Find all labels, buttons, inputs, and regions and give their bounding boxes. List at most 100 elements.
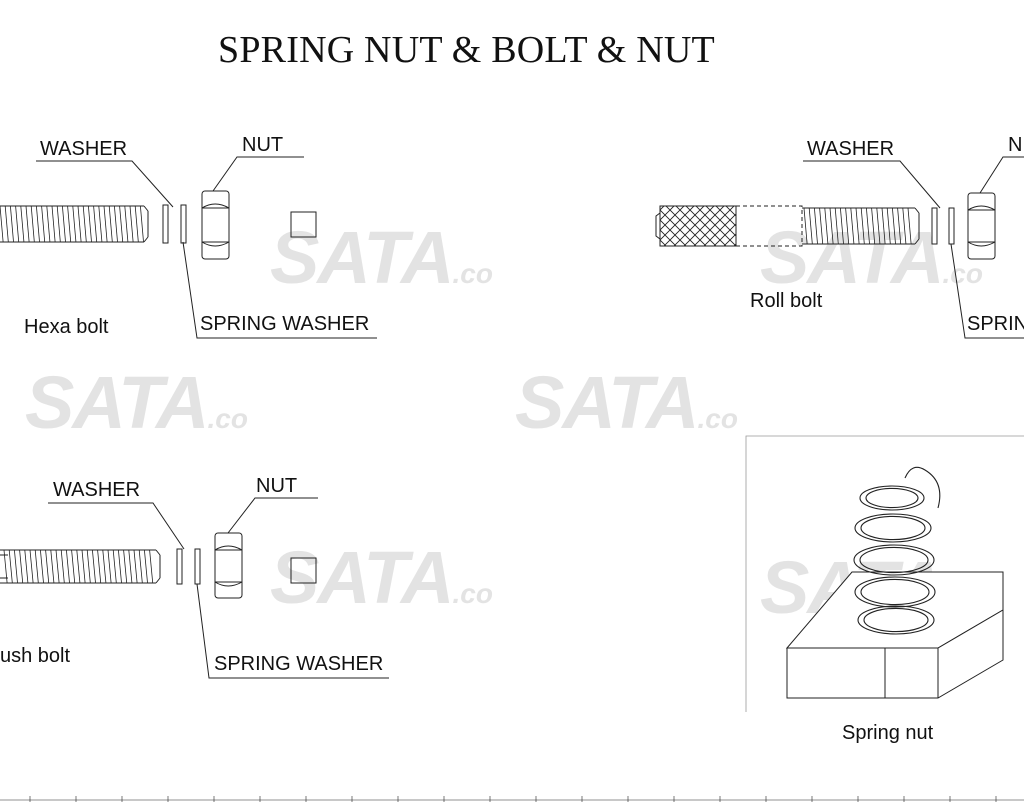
- thread-line: [97, 549, 102, 584]
- thread-line: [29, 549, 34, 584]
- coil-turn: [860, 515, 926, 541]
- thread-line: [876, 207, 881, 245]
- thread-line: [102, 549, 107, 584]
- thread-line: [860, 207, 865, 245]
- thread-line: [803, 207, 808, 245]
- thread-line: [30, 205, 35, 243]
- spring-nut-label: Spring nut: [842, 722, 934, 744]
- washer-leader: [803, 160, 941, 209]
- hexa-bolt: [0, 205, 149, 243]
- nut-end-view: [290, 211, 317, 238]
- spring-nut-figure: [745, 435, 1024, 712]
- spring-washer-label: SPRING WASHER: [200, 313, 370, 335]
- watermark-brand: SATA: [760, 216, 944, 299]
- thread-line: [149, 549, 154, 584]
- spring-washer-leader: [182, 241, 377, 339]
- hex-nut: [214, 532, 243, 599]
- thread-line: [92, 549, 96, 584]
- bolt-label: Roll bolt: [750, 290, 823, 312]
- bolt-label: ush bolt: [0, 645, 71, 667]
- spring-washer-label: SPRING WASHER: [214, 653, 384, 675]
- spring-nut-frame: [745, 435, 1024, 712]
- thread-line: [845, 207, 850, 245]
- watermark: SATA.co: [760, 215, 983, 300]
- spring-washer-label: SPRIN: [967, 313, 1024, 335]
- thread-line: [81, 549, 86, 584]
- thread-line: [133, 549, 138, 584]
- spring-washer: [948, 207, 955, 245]
- coil-turn: [857, 605, 935, 635]
- spring-washer-leader: [950, 243, 1024, 339]
- coil-turn: [859, 485, 925, 511]
- thread-line: [128, 549, 133, 584]
- thread-line: [88, 205, 92, 243]
- coil-turn: [859, 546, 929, 574]
- hex-nut: [201, 190, 230, 260]
- thread-line: [902, 207, 907, 245]
- thread-line: [834, 207, 839, 245]
- thread-line: [3, 549, 8, 584]
- coil-turn: [863, 607, 929, 633]
- thread-line: [40, 549, 44, 584]
- coil-turn: [854, 576, 936, 608]
- washer-label: WASHER: [807, 138, 895, 160]
- thread-line: [119, 205, 124, 243]
- thread-line: [46, 205, 51, 243]
- thread-line: [34, 549, 39, 584]
- thread-line: [129, 205, 134, 243]
- thread-line: [67, 205, 72, 243]
- thread-line: [93, 205, 98, 243]
- thread-line: [25, 205, 30, 243]
- thread-line: [4, 205, 9, 243]
- thread-line: [840, 207, 844, 245]
- thread-line: [55, 549, 60, 584]
- thread-line: [886, 207, 891, 245]
- thread-line: [850, 207, 855, 245]
- watermark-brand: SATA: [270, 536, 454, 619]
- nut-leader: [212, 156, 304, 192]
- nut-end-view: [290, 557, 317, 584]
- bolt-label: Hexa bolt: [24, 316, 109, 338]
- nut-label: NUT: [242, 134, 284, 156]
- thread-line: [45, 549, 50, 584]
- watermark-suffix: .co: [452, 578, 493, 609]
- spring-washer: [180, 204, 187, 244]
- watermark-suffix: .co: [697, 403, 738, 434]
- washer: [931, 207, 938, 245]
- coil-turn: [853, 544, 935, 576]
- thread-line: [118, 549, 122, 584]
- thread-line: [112, 549, 117, 584]
- washer-label: WASHER: [40, 138, 128, 160]
- thread-line: [107, 549, 112, 584]
- push-bolt-assembly: [0, 497, 389, 679]
- thread-line: [76, 549, 81, 584]
- thread-line: [881, 207, 886, 245]
- thread-line: [50, 549, 55, 584]
- coil-turn: [854, 513, 932, 543]
- thread-line: [0, 205, 4, 243]
- push-bolt: [0, 549, 161, 584]
- thread-line: [907, 207, 912, 245]
- nut-label: NUT: [256, 475, 298, 497]
- thread-line: [36, 205, 40, 243]
- watermark-brand: SATA: [515, 361, 699, 444]
- thread-line: [124, 205, 129, 243]
- spring-coil: [853, 485, 936, 635]
- thread-line: [51, 205, 56, 243]
- watermark: SATA.co: [25, 360, 248, 445]
- thread-line: [62, 205, 66, 243]
- thread-line: [892, 207, 896, 245]
- hex-nut: [967, 192, 996, 260]
- watermark-suffix: .co: [942, 258, 983, 289]
- watermark-suffix: .co: [452, 258, 493, 289]
- thread-line: [8, 549, 13, 584]
- roll-bolt: [655, 205, 920, 247]
- thread-line: [86, 549, 91, 584]
- coil-turn: [865, 487, 919, 509]
- thread-line: [123, 549, 128, 584]
- thread-line: [866, 207, 870, 245]
- thread-line: [871, 207, 876, 245]
- washer-label: WASHER: [53, 479, 141, 501]
- thread-line: [897, 207, 902, 245]
